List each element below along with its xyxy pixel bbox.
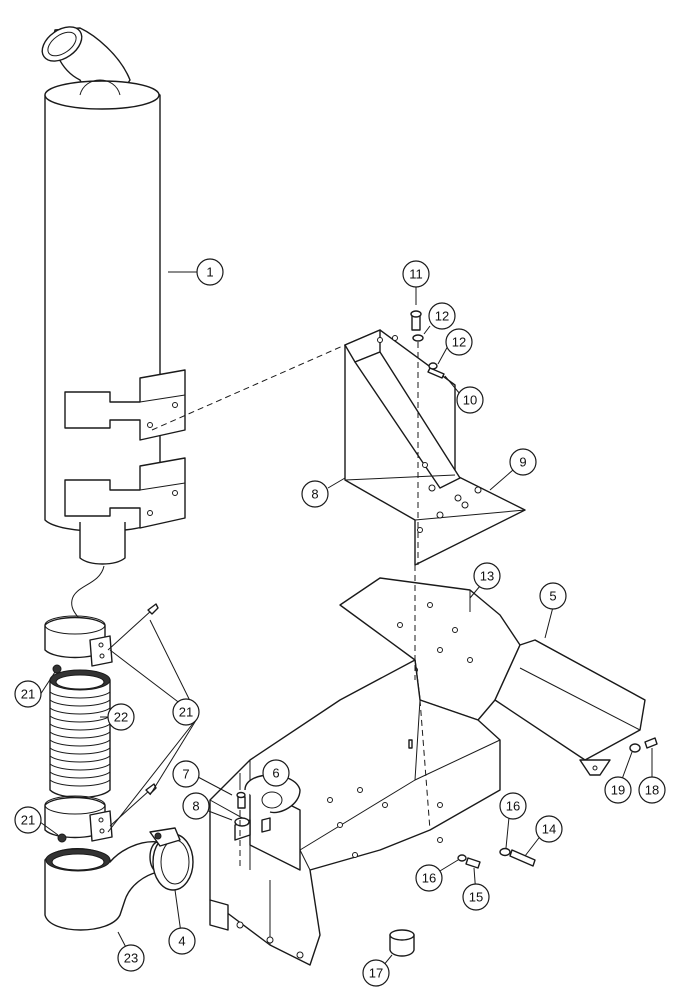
mounting-bracket [344, 329, 526, 566]
callout-6: 6 [262, 759, 290, 787]
callout-8-upper: 8 [301, 480, 329, 508]
rear-fasteners [457, 737, 658, 869]
bracket-fasteners [410, 310, 445, 379]
callout-label: 22 [114, 710, 128, 725]
callout-label: 10 [463, 393, 477, 408]
callout-23: 23 [117, 944, 145, 972]
callout-8-lower: 8 [182, 792, 210, 820]
callout-label: 11 [409, 267, 423, 282]
callout-18: 18 [638, 776, 666, 804]
callout-15: 15 [462, 883, 490, 911]
callout-label: 9 [519, 455, 526, 470]
lower-clamp [44, 664, 157, 843]
bushing [389, 929, 415, 957]
callout-label: 19 [611, 783, 625, 798]
callout-label: 6 [272, 766, 279, 781]
flex-pipe [49, 669, 111, 799]
band-clamp [149, 827, 194, 891]
callout-label: 23 [124, 951, 138, 966]
callout-17: 17 [362, 959, 390, 987]
callout-22: 22 [107, 703, 135, 731]
callout-label: 16 [422, 871, 436, 886]
callout-label: 21 [21, 687, 35, 702]
callout-label: 8 [311, 487, 318, 502]
callout-label: 17 [369, 966, 383, 981]
callout-16-left: 16 [415, 864, 443, 892]
callout-7: 7 [172, 760, 200, 788]
callout-14: 14 [535, 815, 563, 843]
callout-12-lower: 12 [445, 328, 473, 356]
callout-1: 1 [196, 258, 224, 286]
callout-5: 5 [539, 582, 567, 610]
frame-base [209, 577, 646, 966]
callout-label: 21 [21, 813, 35, 828]
alignment-lines [151, 342, 431, 870]
callout-16-right: 16 [499, 792, 527, 820]
callout-9: 9 [509, 448, 537, 476]
callout-label: 16 [506, 799, 520, 814]
callout-label: 7 [182, 767, 189, 782]
callout-4: 4 [168, 927, 196, 955]
callout-21-upper: 21 [14, 680, 42, 708]
callout-label: 12 [435, 309, 449, 324]
callout-label: 4 [178, 934, 185, 949]
callout-label: 14 [542, 822, 556, 837]
callout-label: 21 [179, 705, 193, 720]
callout-label: 1 [206, 265, 213, 280]
upper-clamp [44, 603, 159, 667]
callout-label: 12 [452, 335, 466, 350]
callout-19: 19 [604, 776, 632, 804]
callout-label: 18 [645, 783, 659, 798]
callout-label: 5 [549, 589, 556, 604]
muffler [41, 26, 186, 621]
callout-label: 8 [192, 799, 199, 814]
callout-21-right: 21 [172, 698, 200, 726]
elbow-pipe [44, 841, 167, 931]
callout-label: 15 [469, 890, 483, 905]
leader-lines [39, 271, 653, 973]
callout-13: 13 [473, 562, 501, 590]
callout-label: 13 [480, 569, 494, 584]
callout-12-upper: 12 [428, 302, 456, 330]
callout-10: 10 [456, 386, 484, 414]
callout-11: 11 [402, 260, 430, 288]
callout-21-lower: 21 [14, 806, 42, 834]
